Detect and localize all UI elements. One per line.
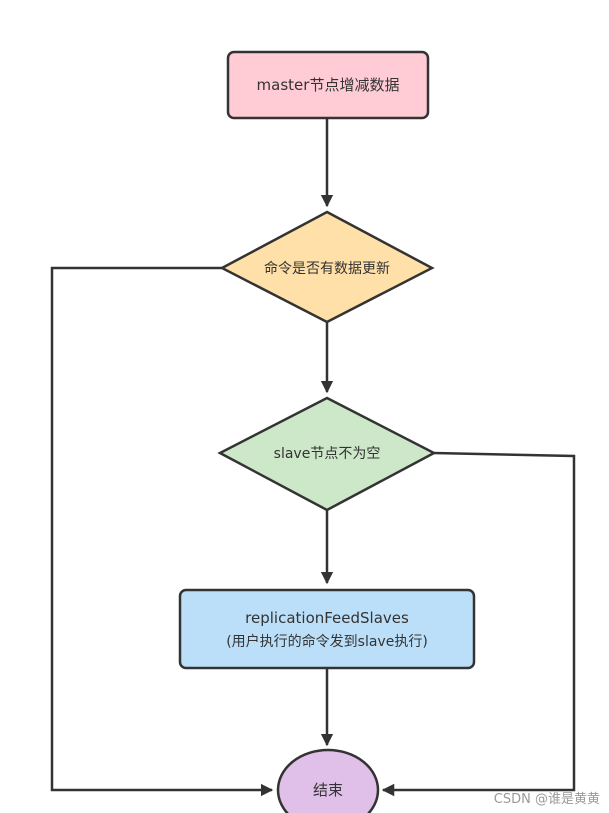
watermark: CSDN @谁是黄黄 xyxy=(494,792,600,807)
decision-update-label: 命令是否有数据更新 xyxy=(264,260,390,277)
decision-slave-node: slave节点不为空 xyxy=(217,396,437,512)
start-node: master节点增减数据 xyxy=(226,50,430,120)
process-node: replicationFeedSlaves (用户执行的命令发到slave执行) xyxy=(178,588,476,670)
process-node-box xyxy=(178,588,476,670)
end-node-label: 结束 xyxy=(313,781,343,799)
end-node-ellipse xyxy=(276,748,380,813)
start-node-box xyxy=(226,50,430,120)
decision-update-node: 命令是否有数据更新 xyxy=(219,210,435,324)
start-node-label: master节点增减数据 xyxy=(257,76,400,94)
decision-slave-label: slave节点不为空 xyxy=(274,446,381,462)
process-node-line1: replicationFeedSlaves xyxy=(245,609,409,627)
end-node: 结束 xyxy=(276,748,380,813)
edge-decision-slave-no-to-end xyxy=(381,451,576,797)
decision-slave-diamond xyxy=(217,396,437,512)
decision-update-diamond xyxy=(219,210,435,324)
edge-decision-update-no-to-end xyxy=(50,266,274,797)
process-node-line2: (用户执行的命令发到slave执行) xyxy=(226,633,428,650)
